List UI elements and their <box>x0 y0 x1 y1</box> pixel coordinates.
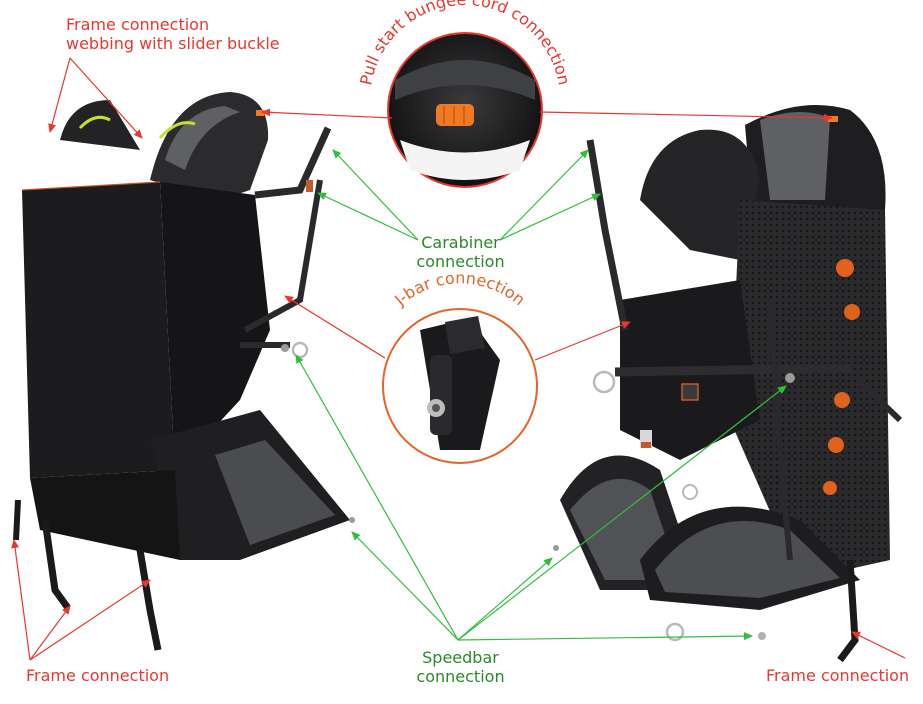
left-harness-illustration <box>13 92 355 651</box>
speedbar-line1: Speedbar <box>422 648 499 667</box>
speedbar-line2: connection <box>416 667 505 686</box>
jbar-arrows <box>284 295 631 361</box>
frame-connection-right-label: Frame connection <box>766 666 910 685</box>
frame-connection-top-label: Frame connection webbing with slider buc… <box>66 15 280 53</box>
jbar-detail-circle <box>382 308 538 464</box>
carabiner-line2: connection <box>416 252 505 271</box>
pull-start-arrows <box>261 108 833 122</box>
speedbar-label: Speedbar connection <box>413 648 508 686</box>
pull-start-detail-circle <box>387 32 543 188</box>
carabiner-line1: Carabiner <box>421 233 500 252</box>
frame-connection-left-label: Frame connection <box>26 666 170 685</box>
carabiner-arrows <box>317 149 601 241</box>
speedbar-arrows <box>295 354 787 641</box>
frame-connection-top-arrows <box>48 57 143 139</box>
jbar-label: J-bar connection <box>390 268 529 310</box>
carabiner-label: Carabiner connection <box>413 233 508 271</box>
frame-connection-top-line1: Frame connection <box>66 15 210 34</box>
right-harness-illustration <box>553 105 903 663</box>
frame-connection-top-line2: webbing with slider buckle <box>66 34 280 53</box>
frame-connection-left-arrows <box>11 539 151 661</box>
frame-connection-right-arrows <box>851 631 906 659</box>
